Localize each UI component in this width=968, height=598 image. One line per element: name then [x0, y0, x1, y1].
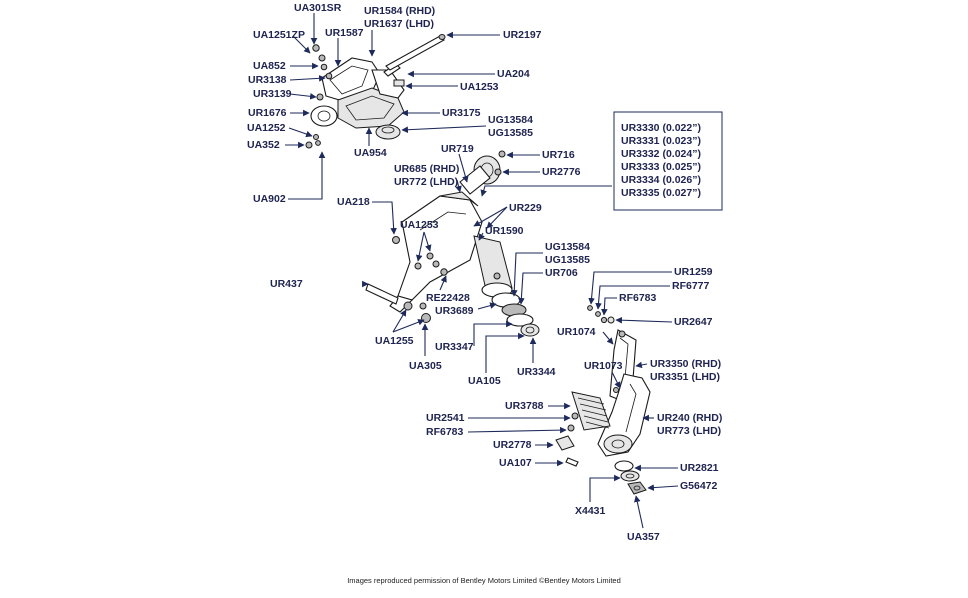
part-label: UR3347: [435, 341, 474, 353]
part-label: UG13585: [488, 127, 533, 139]
part-label: UA1251ZP: [253, 29, 305, 41]
spec-line-1: UR3330 (0.022”): [621, 122, 701, 134]
part-label: UR3788: [505, 400, 544, 412]
part-label: UR1676: [248, 107, 287, 119]
part-label: UA902: [253, 193, 286, 205]
spec-line-4: UR3333 (0.025”): [621, 161, 701, 173]
part-labels: UA301SR UR1584 (RHD) UR1637 (LHD) UA1251…: [247, 2, 722, 543]
part-label: UR772 (LHD): [394, 176, 458, 188]
part-label: UR3344: [517, 366, 556, 378]
part-label: UR706: [545, 267, 578, 279]
part-label: UA105: [468, 375, 501, 387]
part-label: RE22428: [426, 292, 470, 304]
part-label: RF6783: [619, 292, 657, 304]
shim-spec-box: UR3330 (0.022”) UR3331 (0.023”) UR3332 (…: [613, 111, 723, 211]
block-screw-drawing: [555, 435, 579, 467]
part-label: UR240 (RHD): [657, 412, 722, 424]
bottom-washers-drawing: [614, 460, 647, 495]
part-label: UR3175: [442, 107, 481, 119]
part-label: UR2197: [503, 29, 542, 41]
part-label: UR3350 (RHD): [650, 358, 721, 370]
upper-housing-drawing: [305, 44, 405, 149]
part-label: UA852: [253, 60, 286, 72]
part-label: UA1255: [375, 335, 414, 347]
pin-set-drawing: [587, 305, 615, 324]
leader-lines: [285, 13, 679, 529]
part-label: UG13584: [545, 241, 590, 253]
part-label: UR1587: [325, 27, 364, 39]
part-label: UR719: [441, 143, 474, 155]
part-label: X4431: [575, 505, 606, 517]
part-label: UA1253: [400, 219, 439, 231]
part-label: UA301SR: [294, 2, 342, 14]
lever-arm-drawing: [597, 373, 651, 457]
part-label: UA218: [337, 196, 370, 208]
part-label: UA107: [499, 457, 532, 469]
part-label: UR437: [270, 278, 303, 290]
part-label: UR3351 (LHD): [650, 371, 720, 383]
steering-box-drawing: [365, 191, 483, 323]
part-label: RF6783: [426, 426, 464, 438]
part-label: RF6777: [672, 280, 710, 292]
part-label: UR3138: [248, 74, 287, 86]
column-tube-drawing: [473, 235, 540, 337]
part-label: UR716: [542, 149, 575, 161]
part-label: UR3139: [253, 88, 292, 100]
spec-line-2: UR3331 (0.023”): [621, 135, 701, 147]
part-label: UR1259: [674, 266, 713, 278]
part-label: UG13585: [545, 254, 590, 266]
part-label: UR2776: [542, 166, 581, 178]
part-label: UA954: [354, 147, 387, 159]
spring-drawing: [567, 391, 611, 432]
image-credit: Images reproduced permission of Bentley …: [347, 576, 621, 585]
part-label: UR1637 (LHD): [364, 18, 434, 30]
part-label: G56472: [680, 480, 718, 492]
spec-line-3: UR3332 (0.024”): [621, 148, 701, 160]
spec-line-6: UR3335 (0.027”): [621, 187, 701, 199]
part-label: UR2647: [674, 316, 713, 328]
part-label: UA1253: [460, 81, 499, 93]
part-label: UG13584: [488, 114, 533, 126]
part-label: UR2541: [426, 412, 465, 424]
part-label: UA305: [409, 360, 442, 372]
part-label: UR1584 (RHD): [364, 5, 435, 17]
long-bolt-drawing: [385, 34, 446, 71]
spec-line-5: UR3334 (0.026”): [621, 174, 701, 186]
part-label: UR685 (RHD): [394, 163, 459, 175]
part-label: UA352: [247, 139, 280, 151]
part-label: UA1252: [247, 122, 286, 134]
part-label: UR1590: [485, 225, 524, 237]
part-label: UR1073: [584, 360, 623, 372]
part-label: UR773 (LHD): [657, 425, 721, 437]
part-label: UA204: [497, 68, 530, 80]
part-label: UR1074: [557, 326, 596, 338]
part-drawings: [305, 34, 651, 495]
part-label: UR3689: [435, 305, 474, 317]
part-label: UR229: [509, 202, 542, 214]
part-label: UR2778: [493, 439, 532, 451]
part-label: UA357: [627, 531, 660, 543]
sector-shaft-drawing: [459, 150, 506, 195]
part-label: UR2821: [680, 462, 719, 474]
